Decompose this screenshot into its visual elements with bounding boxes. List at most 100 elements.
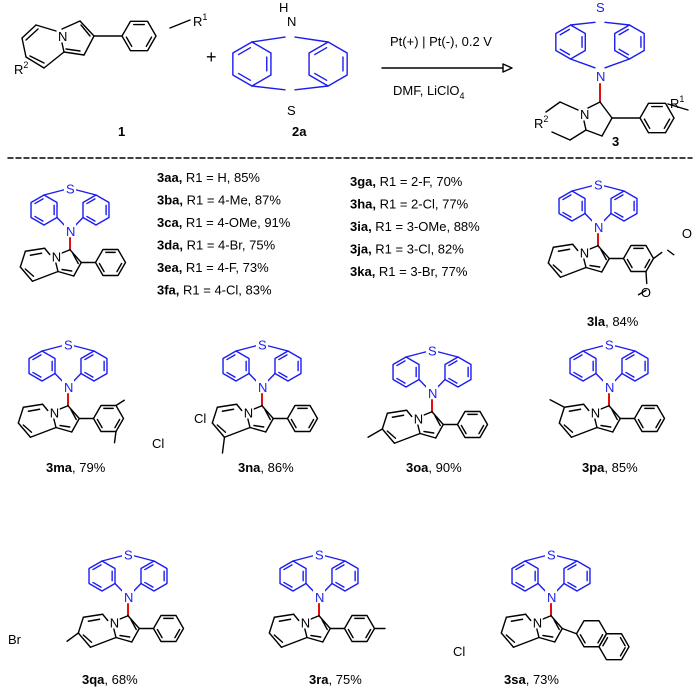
reaction-arrow-head — [502, 63, 513, 73]
double-bond — [626, 258, 633, 269]
double-bond — [573, 354, 583, 361]
p-3la-bond — [597, 245, 610, 260]
double-bond — [618, 28, 629, 36]
double-bond — [625, 354, 635, 361]
p-3qa-bond — [101, 613, 109, 622]
p-3qa-ind-n-bg — [107, 615, 120, 629]
p-3na-bond — [235, 403, 243, 412]
p-3ma-bond — [55, 426, 73, 433]
double-bond — [314, 72, 328, 82]
p-3aa-double — [29, 252, 43, 256]
double-bond — [448, 360, 458, 367]
double — [65, 48, 81, 52]
p-3ra-bond — [304, 627, 308, 639]
row-yield: 85% — [234, 170, 260, 185]
plus-sign: + — [206, 47, 217, 67]
double-bond — [567, 581, 577, 588]
s-bond — [294, 85, 329, 91]
p-3la-ind-n: N — [580, 246, 589, 261]
table-row: 3ka, R1 = 3-Br, 77% — [350, 264, 468, 279]
row-id: 3ba, — [157, 193, 187, 208]
p-3pa-bond — [594, 417, 598, 429]
p3-ring-right — [614, 24, 645, 60]
p-3aa-bond — [31, 270, 59, 282]
nh-bond — [251, 36, 286, 43]
row-substituent: R1 = 4-F, — [186, 260, 243, 275]
p-3pa-double — [568, 408, 582, 412]
p-3ma-s-bg — [62, 337, 74, 351]
cl-atom-3ra: Cl — [453, 644, 465, 659]
p-3na-ptz-ring-right — [274, 350, 302, 382]
double-bond — [335, 581, 345, 588]
p-3ra-bond — [318, 615, 331, 630]
double-bond — [86, 215, 96, 222]
p-3la-bond — [547, 246, 555, 264]
double-bond — [308, 418, 315, 429]
double-bond — [114, 418, 121, 429]
p-3ma-bond — [29, 426, 57, 438]
p-3oa-bond — [381, 412, 389, 430]
p-3ra-ptz-ring-right — [331, 560, 359, 592]
bond — [604, 58, 631, 69]
p-3sa-n-bg — [545, 590, 557, 603]
p-3oa-ind-n-bg — [411, 411, 424, 425]
p-3qa-double — [119, 634, 131, 638]
double-bond — [96, 418, 103, 429]
row-id: 3ja, — [350, 242, 375, 257]
ptz-ring-left — [232, 41, 272, 87]
p-3sa-double — [505, 634, 516, 643]
row-yield: 82% — [438, 242, 464, 257]
p-3pa-ptz-ring-right — [621, 350, 649, 382]
p-3qa-bond — [82, 613, 104, 618]
p-3na-bond — [249, 426, 267, 433]
p-3ra-n: N — [315, 590, 324, 605]
p-3ma-double — [27, 408, 41, 412]
bond — [83, 35, 95, 56]
p-3na-bond — [223, 426, 251, 438]
p-3oa-double — [386, 430, 397, 439]
double-bond — [643, 118, 651, 130]
double-bond — [559, 48, 571, 56]
p-3sa-bond — [536, 627, 540, 639]
p-3qa-double — [82, 634, 93, 643]
p-3oa-bond — [431, 411, 444, 426]
bond — [587, 101, 601, 109]
p-3aa-s-bg — [64, 181, 76, 195]
bond — [61, 42, 65, 53]
p-3pa-double — [563, 424, 574, 433]
p-3ma-ptz-ring-right — [80, 350, 108, 382]
row-id: 3ha, — [350, 197, 380, 212]
double-bond — [602, 636, 609, 647]
double — [29, 55, 45, 64]
p-3sa-ptz-ring-left — [511, 560, 539, 592]
table-right: 3ga, R1 = 2-F, 70%3ha, R1 = 2-Cl, 77%3ia… — [350, 174, 480, 279]
p-3ra-s-bg — [313, 547, 325, 561]
bond — [61, 20, 81, 30]
bond — [35, 24, 57, 32]
double-bond — [174, 628, 181, 639]
table-row: 3ca, R1 = 4-OMe, 91% — [157, 215, 291, 230]
double-bond — [637, 418, 644, 429]
p-3ra-bond — [273, 613, 295, 618]
p-3oa-bond — [419, 432, 437, 439]
table-row: 3ja, R1 = 3-Cl, 82% — [350, 242, 464, 257]
double-bond — [365, 628, 372, 639]
p-3qa-bond — [118, 615, 129, 621]
bond — [63, 51, 85, 56]
double-bond — [567, 564, 577, 571]
bond — [21, 37, 27, 58]
p-3la-bond — [547, 262, 562, 278]
p-3na-bond — [211, 406, 219, 424]
row-yield: 88% — [454, 219, 480, 234]
condition-subscript: 4 — [459, 91, 464, 101]
table-row: 3da, R1 = 4-Br, 75% — [157, 238, 276, 253]
bond — [569, 58, 596, 69]
row-yield: 83% — [246, 283, 272, 298]
p-3ma-n: N — [64, 380, 73, 395]
p-3pa-bond — [558, 422, 573, 438]
double-bond — [283, 564, 293, 571]
double-bond — [579, 634, 586, 644]
p-3na-methyl — [221, 436, 226, 454]
p-3aa-bond — [60, 249, 71, 255]
double-bond — [515, 564, 525, 571]
